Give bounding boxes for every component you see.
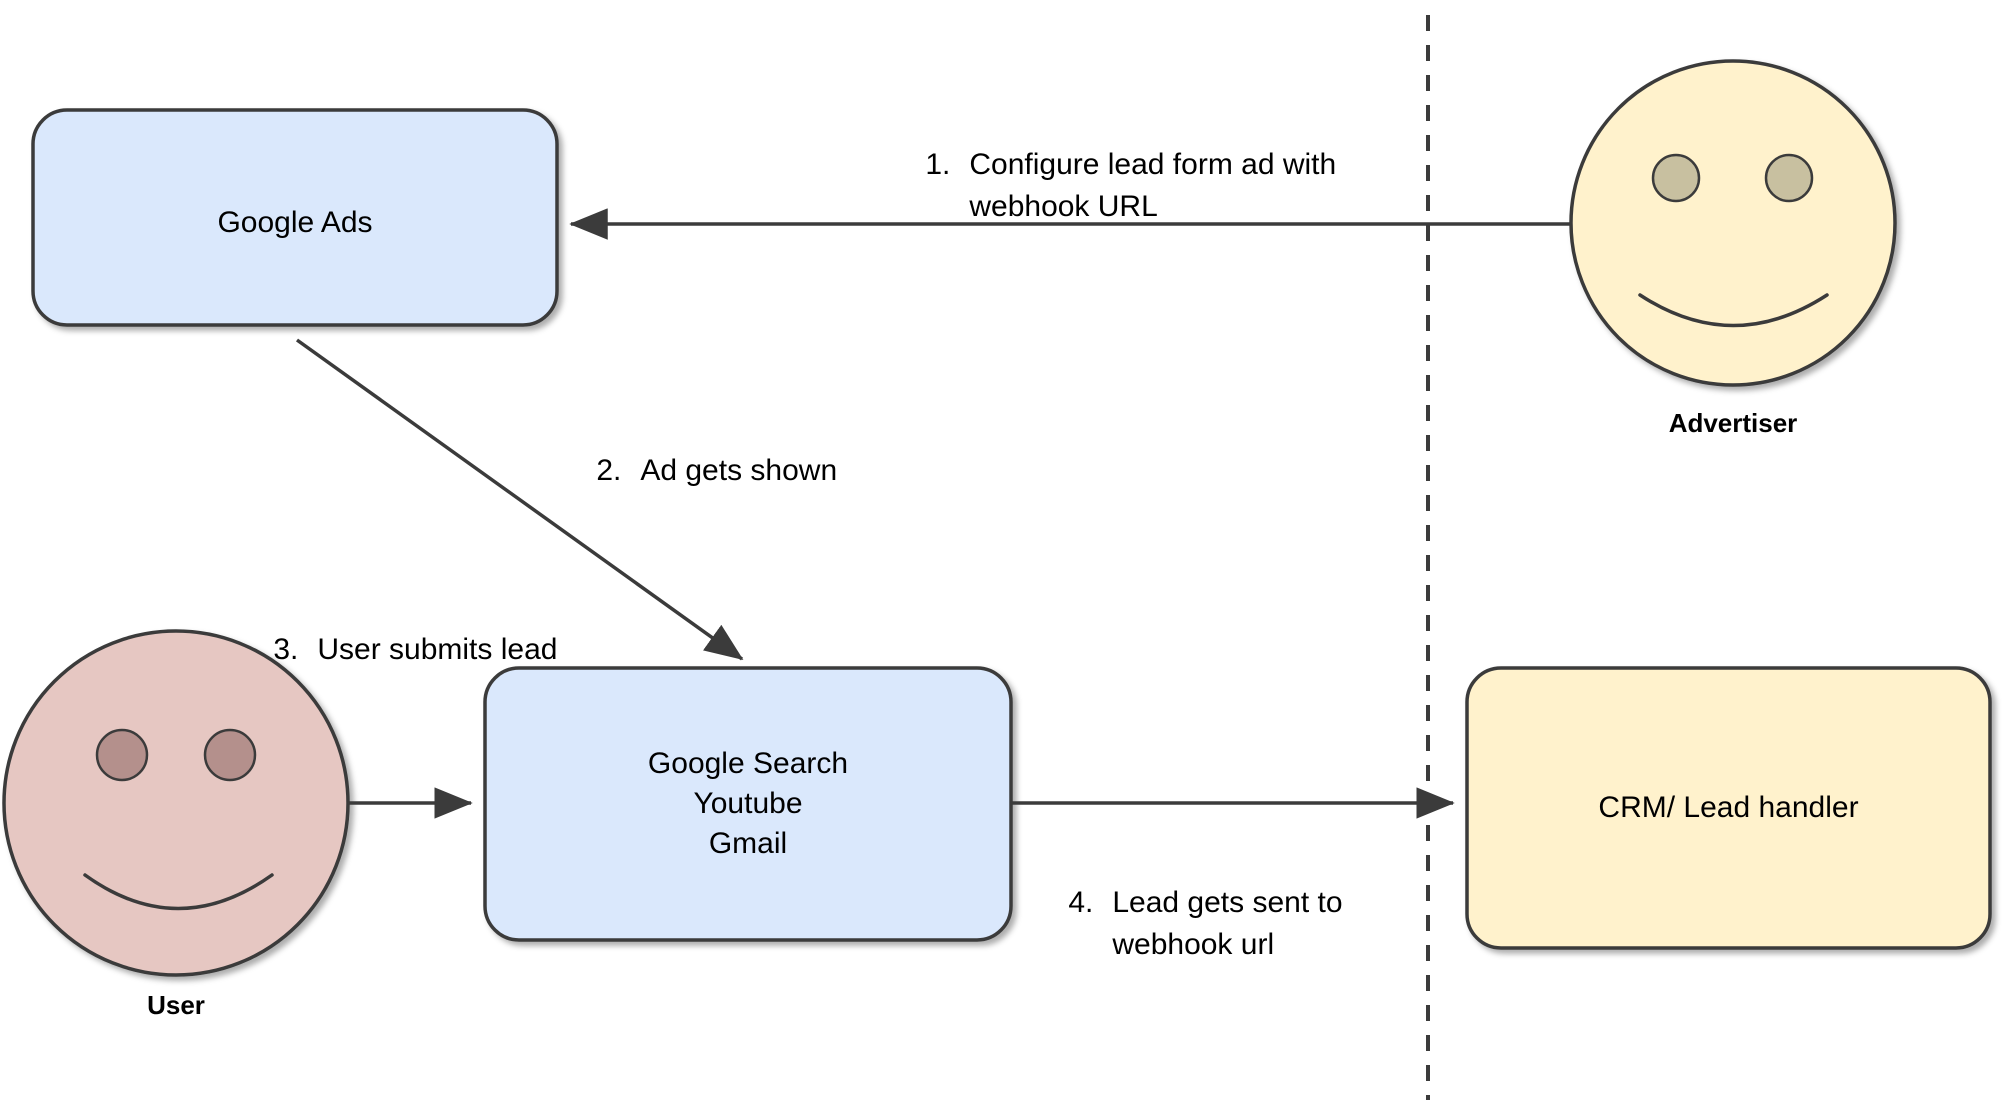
user-right-eye-icon xyxy=(203,728,257,782)
node-crm-lead-handler[interactable] xyxy=(1465,666,1992,950)
user-smile-icon xyxy=(83,873,274,911)
user-left-eye-icon xyxy=(95,728,149,782)
edge-google-ads-to-google-properties xyxy=(295,338,744,661)
advertiser-smile-icon xyxy=(1638,293,1829,328)
actor-advertiser[interactable] xyxy=(1569,59,1897,387)
advertiser-right-eye-icon xyxy=(1764,153,1814,203)
node-google-ads[interactable] xyxy=(31,108,559,327)
advertiser-left-eye-icon xyxy=(1651,153,1701,203)
actor-user[interactable] xyxy=(2,629,350,977)
node-google-properties[interactable] xyxy=(483,666,1013,942)
